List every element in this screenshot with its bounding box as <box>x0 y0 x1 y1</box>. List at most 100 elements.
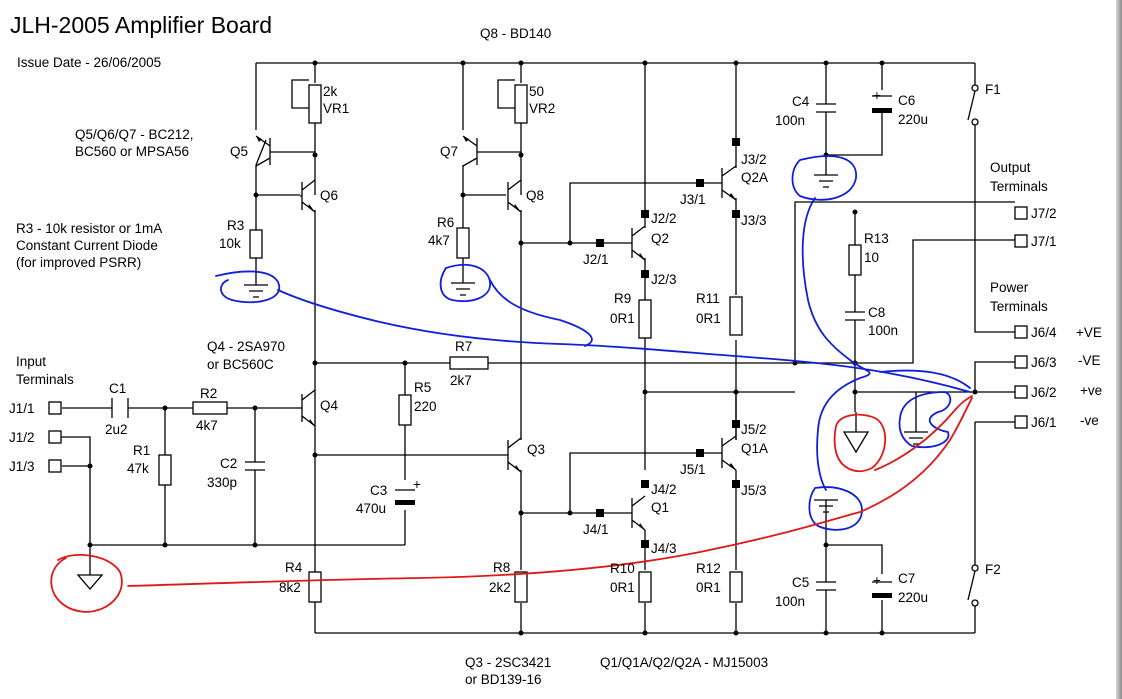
c8-plates <box>845 311 865 321</box>
label-j71: J7/1 <box>1031 234 1057 249</box>
label-r9: R9 <box>614 291 631 306</box>
r13-body <box>848 244 862 276</box>
blue-circle-c4c6-ground <box>791 155 857 201</box>
section-power-1: Power <box>990 280 1029 295</box>
label-r10: R10 <box>610 561 635 576</box>
label-r1: R1 <box>133 443 150 458</box>
blue-circle-r3-ground <box>215 270 281 304</box>
label-r5-value: 220 <box>414 399 437 414</box>
fuses <box>967 84 979 607</box>
label-c5: C5 <box>792 575 809 590</box>
resistors <box>158 84 862 603</box>
c4-plates <box>816 103 836 113</box>
blue-circle-r6-ground <box>439 263 491 303</box>
label-r12-value: 0R1 <box>696 580 721 595</box>
label-c7: C7 <box>898 571 915 586</box>
red-circle-input-ground <box>50 553 123 613</box>
blue-stroke-j63 <box>879 369 971 389</box>
label-r6-value: 4k7 <box>428 233 450 248</box>
label-c4: C4 <box>792 94 810 109</box>
label-c5-value: 100n <box>775 594 805 609</box>
label-j64: J6/4 <box>1031 325 1057 340</box>
label-r3: R3 <box>227 218 244 233</box>
section-output-1: Output <box>990 160 1031 175</box>
label-q6: Q6 <box>320 188 338 203</box>
blue-stroke-r3-to-output <box>277 289 971 393</box>
label-r13-value: 10 <box>864 250 879 265</box>
label-r8-value: 2k2 <box>489 580 511 595</box>
label-neg-ve: -ve <box>1080 413 1099 428</box>
note-outputs: Q1/Q1A/Q2/Q2A - MJ15003 <box>600 655 768 670</box>
label-j42: J4/2 <box>651 482 677 497</box>
label-c2: C2 <box>220 456 237 471</box>
r1-body <box>158 454 172 486</box>
label-j53: J5/3 <box>741 483 767 498</box>
terminal-j62 <box>1014 385 1028 399</box>
r8-body <box>514 571 528 603</box>
label-c4-value: 100n <box>775 113 805 128</box>
junction-dots <box>87 60 978 636</box>
label-j51: J5/1 <box>680 462 706 477</box>
label-r1-value: 47k <box>127 461 149 476</box>
blue-stroke-r6 <box>489 279 593 347</box>
c6-plus: + <box>873 88 881 103</box>
label-neg-VE: -VE <box>1078 353 1101 368</box>
label-q8: Q8 <box>526 188 544 203</box>
c3-neg-plate <box>395 500 415 505</box>
terminal-j72 <box>1014 206 1028 220</box>
label-r2: R2 <box>200 386 217 401</box>
label-j41: J4/1 <box>583 522 609 537</box>
label-r11: R11 <box>696 291 720 306</box>
r9-body <box>638 299 652 339</box>
r6-body <box>456 227 470 259</box>
label-q5: Q5 <box>230 144 248 159</box>
label-r4-value: 8k2 <box>279 580 301 595</box>
page-title: JLH-2005 Amplifier Board <box>10 12 272 38</box>
blue-circle-j62-ground <box>898 391 952 449</box>
terminal-boxes <box>48 206 1028 473</box>
label-f2: F2 <box>985 562 1001 577</box>
c6-neg-plate <box>872 108 892 113</box>
label-q3: Q3 <box>527 442 545 457</box>
label-j63: J6/3 <box>1031 355 1057 370</box>
c7-neg-plate <box>872 593 892 598</box>
label-r4: R4 <box>285 560 303 575</box>
c2-plates <box>245 461 265 471</box>
ground-symbols <box>76 174 928 590</box>
blue-annotations <box>215 155 971 531</box>
terminal-j71 <box>1014 234 1028 248</box>
label-q1: Q1 <box>651 500 669 515</box>
red-stroke-j62 <box>874 395 973 471</box>
r4-body <box>308 571 322 603</box>
r3-body <box>249 229 263 259</box>
label-r7: R7 <box>455 339 472 354</box>
label-pos-VE: +VE <box>1076 325 1102 340</box>
label-j61: J6/1 <box>1031 415 1057 430</box>
note-q3-1: Q3 - 2SC3421 <box>465 655 551 670</box>
blue-stroke-zobel-loop <box>801 197 871 491</box>
label-vr1: VR1 <box>323 101 349 116</box>
r2-body <box>192 401 228 415</box>
r5-body <box>398 394 412 426</box>
label-c8-value: 100n <box>868 323 898 338</box>
vr2-body <box>514 84 528 124</box>
r10-body <box>638 571 652 603</box>
label-r7-value: 2k7 <box>450 373 472 388</box>
label-r6: R6 <box>437 215 454 230</box>
label-j12: J1/2 <box>9 430 35 445</box>
label-j22: J2/2 <box>651 211 677 226</box>
terminal-j63 <box>1014 355 1028 369</box>
c1-plates <box>111 398 129 418</box>
terminal-j12 <box>48 430 62 444</box>
label-c1-value: 2u2 <box>105 422 128 437</box>
label-r5: R5 <box>414 380 431 395</box>
c5-plates <box>816 581 836 591</box>
note-r3-3: (for improved PSRR) <box>16 255 141 270</box>
note-r3-2: Constant Current Diode <box>16 238 158 253</box>
label-j21: J2/1 <box>583 252 609 267</box>
label-q2: Q2 <box>651 231 669 246</box>
window-edge <box>1116 0 1122 699</box>
note-q4-2: or BC560C <box>207 357 274 372</box>
section-power-2: Terminals <box>990 299 1048 314</box>
